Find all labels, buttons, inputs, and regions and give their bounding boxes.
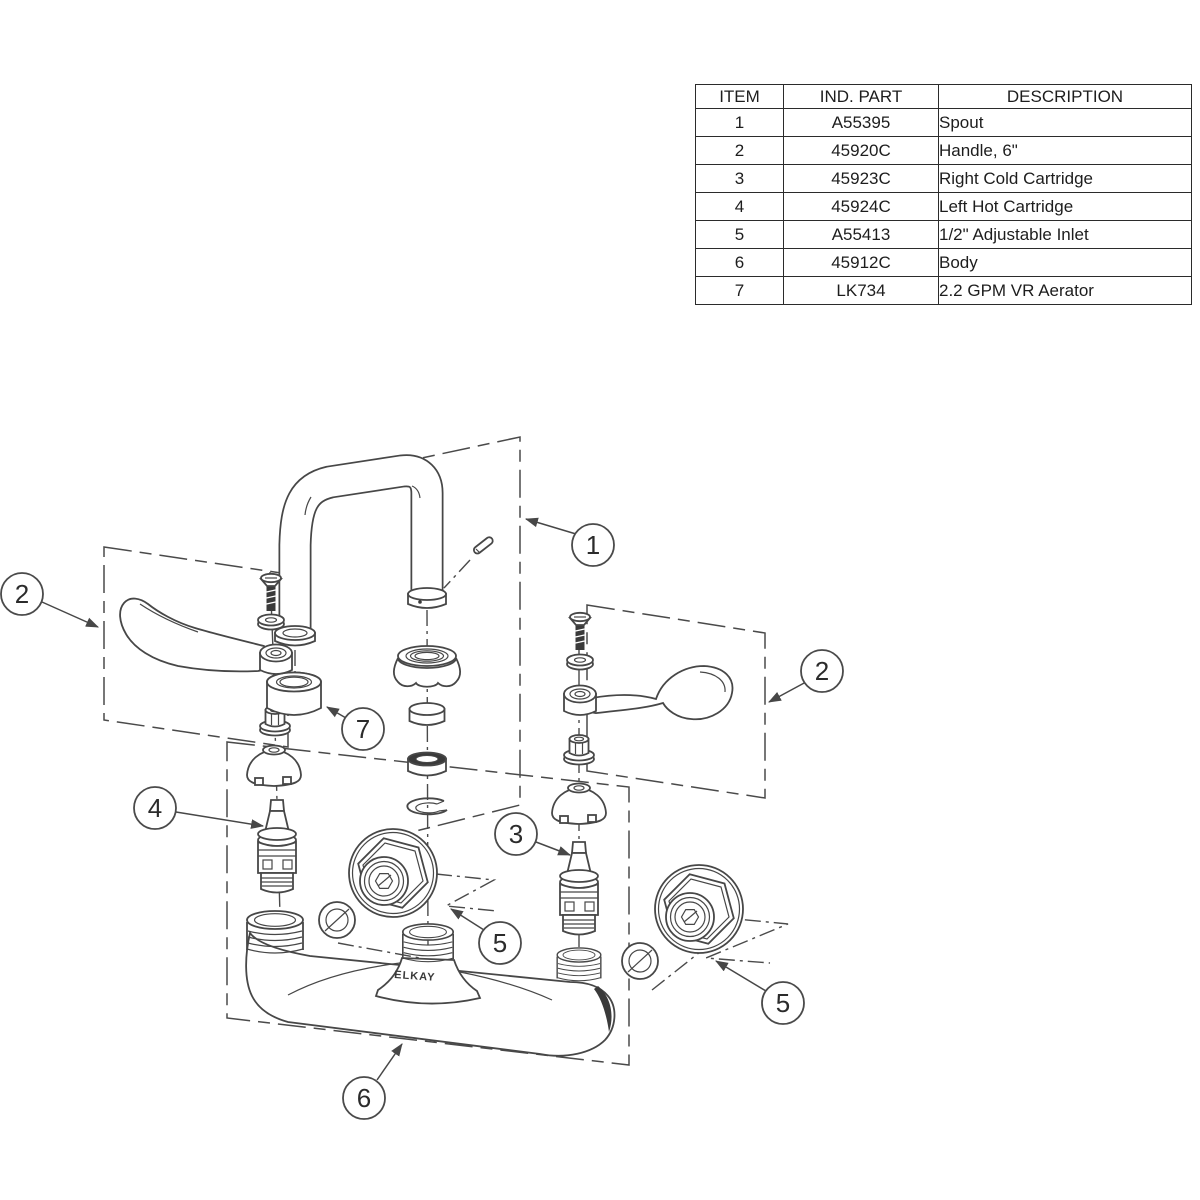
cell-description: Handle, 6": [938, 136, 1192, 165]
faucet-body: ELKAY: [245, 910, 616, 1057]
cell-description: Left Hot Cartridge: [938, 192, 1192, 221]
table-row: 1 A55395 Spout: [695, 108, 1192, 137]
callout-5-inlet-right: 5: [715, 960, 805, 1025]
phantom-box-spout: [332, 436, 521, 834]
phantom-box-body: [226, 741, 630, 1066]
aerator-housing: [266, 671, 322, 716]
cell-part: A55413: [783, 220, 939, 249]
callout-3-right-cartridge: 3: [494, 812, 572, 856]
cell-item: 3: [695, 164, 784, 193]
left-handle-screw: [260, 572, 282, 612]
svg-text:1: 1: [586, 530, 600, 560]
adjustable-inlet-right: [654, 864, 744, 954]
cell-item: 4: [695, 192, 784, 221]
adjustable-inlet-center: [348, 828, 438, 918]
phantom-leader-inlet-right-2: [651, 951, 701, 991]
spout-outlet-flange: [274, 625, 316, 647]
svg-text:6: 6: [357, 1083, 371, 1113]
inlet-washer-right: [621, 942, 659, 980]
svg-text:7: 7: [356, 714, 370, 744]
phantom-leader-inlet-center: [435, 873, 498, 912]
left-hot-cartridge: [257, 799, 297, 894]
cell-description: 2.2 GPM VR Aerator: [938, 276, 1192, 305]
cell-part: 45920C: [783, 136, 939, 165]
callout-7-aerator: 7: [326, 706, 385, 751]
cell-part: 45923C: [783, 164, 939, 193]
cell-part: LK734: [783, 276, 939, 305]
cell-item: 5: [695, 220, 784, 249]
svg-text:3: 3: [509, 819, 523, 849]
phantom-leader-inlet-center-2: [337, 942, 421, 959]
body-brand-label: ELKAY: [394, 969, 436, 984]
set-screw-pin: [472, 536, 494, 555]
callout-5-inlet-center: 5: [450, 908, 522, 965]
right-dome-cap: [551, 782, 607, 825]
cell-description: Spout: [938, 108, 1192, 137]
col-header-ind-part: IND. PART: [783, 84, 939, 109]
phantom-box-right-handle: [586, 604, 766, 799]
right-handle-screw: [569, 611, 591, 651]
body-shading: [594, 986, 612, 1032]
table-row: 7 LK734 2.2 GPM VR Aerator: [695, 276, 1192, 305]
left-handle-washer: [257, 613, 285, 631]
callout-1-spout: 1: [524, 517, 615, 567]
cell-description: Body: [938, 248, 1192, 277]
spout-mounting-nut: [392, 645, 462, 688]
callouts: 2 1 2 7 4 3 5: [0, 517, 844, 1120]
cell-item: 1: [695, 108, 784, 137]
spout: [274, 454, 494, 647]
table-header-row: ITEM IND. PART DESCRIPTION: [695, 84, 1192, 109]
svg-text:5: 5: [776, 988, 790, 1018]
cell-item: 7: [695, 276, 784, 305]
right-handle-washer: [566, 653, 594, 671]
right-handle: [563, 665, 734, 721]
table-row: 3 45923C Right Cold Cartridge: [695, 164, 1192, 193]
svg-text:5: 5: [493, 928, 507, 958]
left-dome-cap: [246, 744, 302, 787]
table-row: 2 45920C Handle, 6": [695, 136, 1192, 165]
phantom-boxes: [103, 436, 789, 1066]
right-handle-nut: [563, 734, 595, 766]
left-handle: [119, 597, 293, 675]
phantom-leader-inlet-right: [705, 916, 789, 964]
spout-snap-ring: [406, 797, 448, 816]
cell-part: 45924C: [783, 192, 939, 221]
body-right-boss: [556, 947, 602, 982]
callout-2-left-handle: 2: [0, 572, 99, 628]
parts-table-container: ITEM IND. PART DESCRIPTION 1 A55395 Spou…: [695, 84, 1192, 305]
spout-spacer-ring: [408, 702, 446, 726]
cell-part: A55395: [783, 108, 939, 137]
callout-2-right-handle: 2: [768, 649, 844, 703]
body-center-pedestal: [374, 957, 482, 1005]
cell-description: 1/2" Adjustable Inlet: [938, 220, 1192, 249]
inlet-washer-left: [318, 901, 356, 939]
table-row: 5 A55413 1/2" Adjustable Inlet: [695, 220, 1192, 249]
col-header-description: DESCRIPTION: [938, 84, 1192, 109]
cell-item: 6: [695, 248, 784, 277]
spout-seal-washer: [407, 751, 447, 777]
parts-table: ITEM IND. PART DESCRIPTION 1 A55395 Spou…: [695, 84, 1192, 305]
centerline-set-screw: [443, 559, 471, 589]
phantom-box-left-handle: [103, 546, 289, 748]
svg-text:2: 2: [15, 579, 29, 609]
col-header-item: ITEM: [695, 84, 784, 109]
right-cold-cartridge: [559, 841, 599, 936]
cell-item: 2: [695, 136, 784, 165]
table-row: 4 45924C Left Hot Cartridge: [695, 192, 1192, 221]
callout-6-body: 6: [342, 1043, 403, 1120]
svg-text:2: 2: [815, 656, 829, 686]
callout-4-left-cartridge: 4: [133, 786, 265, 830]
cell-part: 45912C: [783, 248, 939, 277]
table-row: 6 45912C Body: [695, 248, 1192, 277]
svg-text:4: 4: [148, 793, 162, 823]
cell-description: Right Cold Cartridge: [938, 164, 1192, 193]
spout-collar: [407, 587, 447, 609]
